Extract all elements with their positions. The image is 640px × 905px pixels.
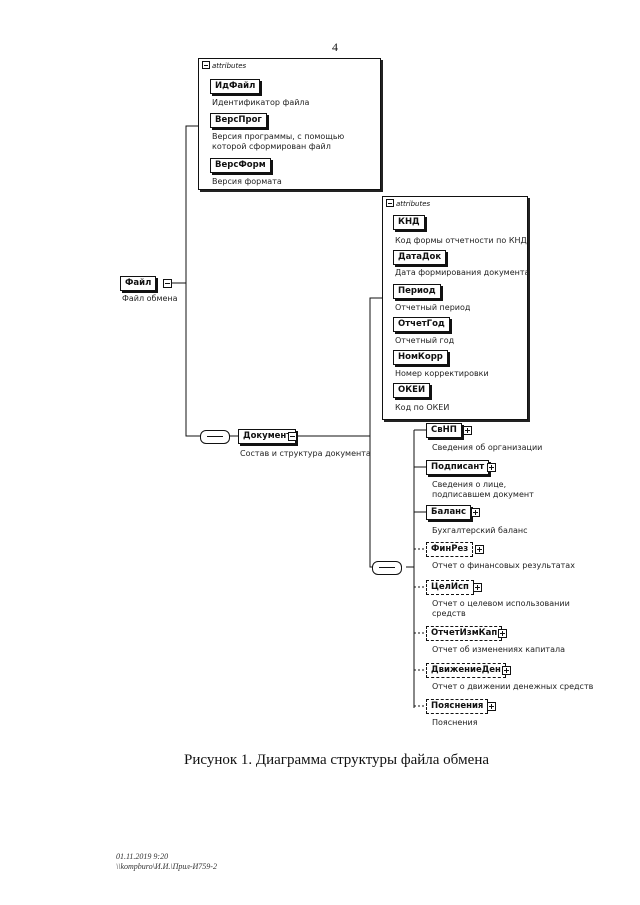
attr-versform-desc: Версия формата — [212, 177, 282, 186]
attr-knd[interactable]: КНД — [393, 215, 425, 230]
collapse-icon[interactable] — [386, 199, 394, 207]
expand-icon[interactable] — [473, 583, 482, 592]
root-element-file[interactable]: Файл — [120, 276, 157, 291]
child-svnp[interactable]: СвНП — [426, 423, 462, 438]
attr-versprog[interactable]: ВерсПрог — [210, 113, 267, 128]
expand-icon[interactable] — [502, 666, 511, 675]
footer-path: \\kompburo\И.И.\Прил-И759-2 — [116, 862, 217, 871]
document-attributes-panel: attributes — [382, 196, 528, 420]
attributes-header: attributes — [386, 199, 430, 208]
attr-idfile[interactable]: ИдФайл — [210, 79, 261, 94]
document-desc: Состав и структура документа — [240, 449, 371, 458]
collapse-icon[interactable] — [202, 61, 210, 69]
sequence-icon — [200, 430, 230, 444]
footer-timestamp: 01.11.2019 9:20 — [116, 852, 169, 861]
attr-period[interactable]: Период — [393, 284, 441, 299]
attr-datadok[interactable]: ДатаДок — [393, 250, 447, 265]
child-tselisp[interactable]: ЦелИсп — [426, 580, 474, 595]
attr-otchetgod[interactable]: ОтчетГод — [393, 317, 450, 332]
collapse-icon[interactable] — [163, 279, 172, 288]
child-dvizhenieden-desc: Отчет о движении денежных средств — [432, 682, 594, 691]
expand-icon[interactable] — [498, 629, 507, 638]
child-balans[interactable]: Баланс — [426, 505, 472, 520]
attr-nomkorr-desc: Номер корректировки — [395, 369, 489, 378]
expand-icon[interactable] — [487, 463, 496, 472]
attr-datadok-desc: Дата формирования документа — [395, 268, 530, 277]
child-otchetizmkap[interactable]: ОтчетИзмКап — [426, 626, 503, 641]
child-podpisant[interactable]: Подписант — [426, 460, 490, 475]
attributes-header: attributes — [202, 61, 246, 70]
figure-caption: Рисунок 1. Диаграмма структуры файла обм… — [184, 752, 490, 768]
child-finrez-desc: Отчет о финансовых результатах — [432, 561, 575, 570]
document-element[interactable]: Документ — [238, 429, 297, 444]
attr-knd-desc: Код формы отчетности по КНД — [395, 236, 527, 245]
attr-idfile-desc: Идентификатор файла — [212, 98, 310, 107]
child-poyasneniya-desc: Пояснения — [432, 718, 478, 727]
page-number: 4 — [332, 40, 338, 54]
root-element-desc: Файл обмена — [122, 294, 178, 303]
sequence-icon — [372, 561, 402, 575]
attr-nomkorr[interactable]: НомКорр — [393, 350, 448, 365]
child-balans-desc: Бухгалтерский баланс — [432, 526, 528, 535]
child-tselisp-desc: Отчет о целевом использовании средств — [432, 599, 570, 618]
attr-okei-desc: Код по ОКЕИ — [395, 403, 450, 412]
child-otchetizmkap-desc: Отчет об изменениях капитала — [432, 645, 566, 654]
collapse-icon[interactable] — [288, 432, 297, 441]
child-podpisant-desc: Сведения о лице, подписавшем документ — [432, 480, 534, 499]
expand-icon[interactable] — [463, 426, 472, 435]
child-finrez[interactable]: ФинРез — [426, 542, 474, 557]
child-dvizhenieden[interactable]: ДвижениеДен — [426, 663, 506, 678]
attr-otchetgod-desc: Отчетный год — [395, 336, 455, 345]
child-poyasneniya[interactable]: Пояснения — [426, 699, 489, 714]
attr-versform[interactable]: ВерсФорм — [210, 158, 271, 173]
expand-icon[interactable] — [475, 545, 484, 554]
attr-versprog-desc: Версия программы, с помощью которой сфор… — [212, 132, 345, 151]
attr-okei[interactable]: ОКЕИ — [393, 383, 431, 398]
attr-period-desc: Отчетный период — [395, 303, 471, 312]
child-svnp-desc: Сведения об организации — [432, 443, 543, 452]
expand-icon[interactable] — [487, 702, 496, 711]
expand-icon[interactable] — [471, 508, 480, 517]
